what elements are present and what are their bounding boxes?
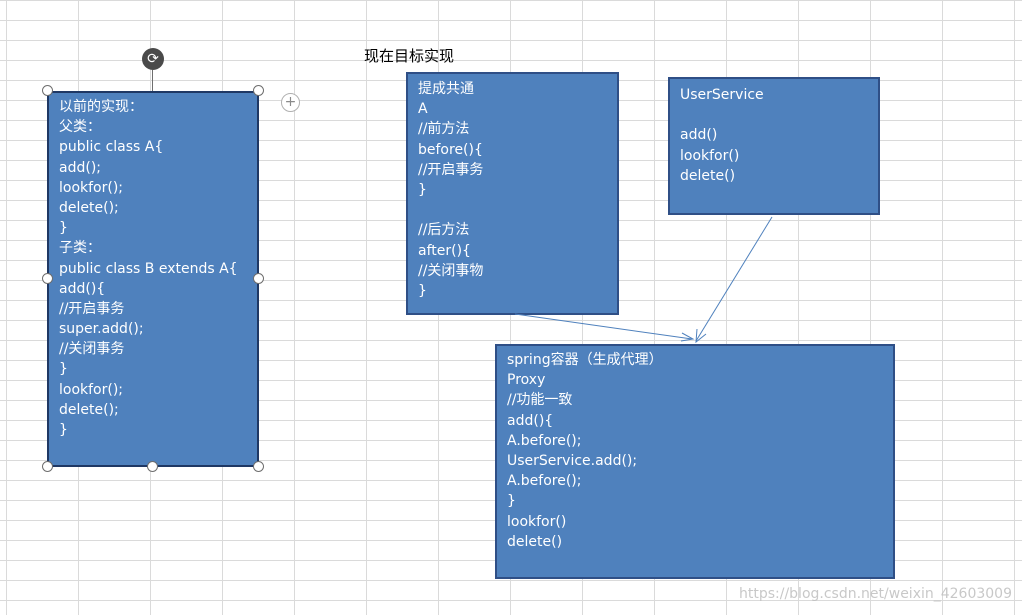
code-line: } (418, 181, 427, 198)
code-line: //开启事务 (418, 161, 484, 178)
code-line: //功能一致 (507, 392, 573, 409)
code-line: lookfor(); (59, 381, 124, 398)
code-line: //后方法 (418, 222, 470, 239)
code-line: A.before(); (507, 432, 582, 449)
code-line: //关闭事物 (418, 262, 484, 279)
code-line: } (418, 282, 427, 299)
rotate-icon[interactable]: ⟳ (142, 48, 164, 70)
code-line: UserService (680, 87, 764, 103)
resize-handle-top-right[interactable] (253, 85, 264, 96)
code-line: public class B extends A{ (59, 260, 238, 277)
code-line: //开启事务 (59, 300, 125, 317)
code-line: UserService.add(); (507, 452, 638, 469)
resize-handle-middle-left[interactable] (42, 273, 53, 284)
common-a-box[interactable]: 提成共通 A //前方法 before(){ //开启事务} //后方法 after(){ /… (406, 72, 619, 315)
resize-handle-top-left[interactable] (42, 85, 53, 96)
code-line: } (59, 422, 68, 438)
code-line: lookfor() (507, 513, 567, 530)
code-line: add(); (59, 159, 101, 176)
code-line: 提成共通 (418, 81, 474, 97)
code-line: delete(); (59, 199, 119, 216)
plus-circle-icon[interactable]: + (281, 93, 300, 112)
code-line: } (59, 220, 68, 237)
code-line: lookfor() (680, 147, 740, 164)
code-line: delete() (507, 533, 563, 550)
arrowhead-a-to-spring (680, 332, 695, 342)
arrow-userservice-to-spring (695, 216, 773, 342)
rotate-stem (152, 70, 153, 91)
code-line: //关闭事务 (59, 341, 125, 358)
code-line: add(){ (507, 412, 554, 429)
code-line: after(){ (418, 242, 471, 259)
code-line: } (507, 493, 516, 510)
arrow-a-to-spring (514, 313, 693, 340)
resize-handle-bottom-right[interactable] (253, 461, 264, 472)
resize-handle-middle-right[interactable] (253, 273, 264, 284)
resize-handle-bottom-center[interactable] (147, 461, 158, 472)
code-line: } (59, 361, 68, 378)
code-line: //前方法 (418, 121, 470, 138)
code-line: 子类： (59, 240, 101, 257)
code-line: add() (680, 127, 718, 144)
code-line: add(){ (59, 280, 106, 297)
code-line: 父类： (59, 119, 101, 136)
code-line: delete() (680, 167, 736, 184)
watermark-text: https://blog.csdn.net/weixin_42603009 (738, 586, 1012, 602)
diagram-heading: 现在目标实现 (364, 47, 455, 65)
code-line: lookfor(); (59, 179, 124, 196)
resize-handle-bottom-left[interactable] (42, 461, 53, 472)
arrowhead-userservice-to-spring (695, 328, 707, 344)
code-line: delete(); (59, 401, 119, 418)
code-line: super.add(); (59, 321, 144, 338)
code-line: Proxy (507, 372, 546, 389)
userservice-box[interactable]: UserService add() lookfor() delete() (668, 77, 880, 215)
code-line: spring容器（生成代理） (507, 352, 663, 368)
code-line: public class A{ (59, 139, 164, 156)
code-line: A (418, 101, 428, 118)
code-line: 以前的实现： (59, 99, 143, 115)
code-line: A.before(); (507, 473, 582, 490)
code-line: before(){ (418, 141, 483, 158)
spring-container-box[interactable]: spring容器（生成代理） Proxy //功能一致 add(){ A.before(… (495, 344, 895, 579)
